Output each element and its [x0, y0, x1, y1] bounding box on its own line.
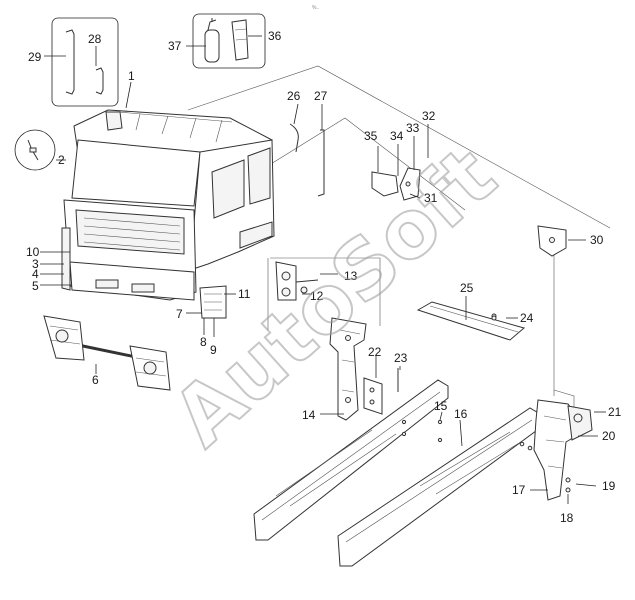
callout-34: 34	[390, 129, 404, 143]
callout-10: 10	[26, 245, 40, 259]
callout-7: 7	[176, 307, 183, 321]
callout-37: 37	[168, 39, 182, 53]
callout-17: 17	[512, 483, 526, 497]
callout-18: 18	[560, 511, 574, 525]
callout-19: 19	[602, 479, 616, 493]
callout-35: 35	[364, 129, 378, 143]
callout-8: 8	[200, 335, 207, 349]
callout-21: 21	[608, 405, 622, 419]
leader-lines	[40, 35, 606, 504]
hoses	[289, 123, 325, 197]
callout-36: 36	[268, 29, 282, 43]
callout-28: 28	[88, 32, 102, 46]
callout-4: 4	[32, 267, 39, 281]
callout-13: 13	[344, 269, 358, 283]
callout-12: 12	[310, 289, 324, 303]
callout-31: 31	[424, 191, 438, 205]
callout-26: 26	[287, 89, 301, 103]
detail-circle	[14, 129, 56, 171]
callout-20: 20	[602, 429, 616, 443]
extinguisher-inset	[192, 13, 266, 69]
frame-lines	[187, 65, 611, 410]
hinge-assembly	[275, 261, 319, 301]
callout-33: 33	[406, 121, 420, 135]
callout-16: 16	[454, 407, 468, 421]
callout-3: 3	[32, 257, 39, 271]
fasteners	[401, 315, 533, 451]
callout-labels: 1 2 3 4 5 6 7 8 9 10 11 12 13 14 15 16 1…	[26, 29, 622, 525]
front-suspension	[43, 315, 171, 391]
callout-27: 27	[314, 89, 328, 103]
callout-6: 6	[92, 373, 99, 387]
callout-14: 14	[302, 408, 316, 422]
cross-beam	[416, 301, 526, 341]
callout-1: 1	[128, 69, 135, 83]
header-mark: %..	[312, 5, 319, 11]
rear-bracket-right	[533, 399, 593, 501]
callout-29: 29	[28, 50, 42, 64]
callout-5: 5	[32, 279, 39, 293]
callout-32: 32	[422, 109, 436, 123]
truck-cab	[61, 109, 275, 319]
callout-15: 15	[434, 399, 448, 413]
callout-22: 22	[368, 345, 382, 359]
frame-rails	[253, 379, 541, 567]
handles-inset	[51, 17, 119, 107]
upper-brackets	[371, 167, 567, 257]
callout-9: 9	[210, 343, 217, 357]
callout-23: 23	[394, 351, 408, 365]
rear-bracket-left	[329, 317, 367, 421]
callout-2: 2	[58, 153, 65, 167]
plate-22	[363, 368, 399, 415]
callout-24: 24	[520, 311, 534, 325]
callout-11: 11	[238, 287, 251, 301]
callout-25: 25	[460, 281, 474, 295]
callout-30: 30	[590, 233, 604, 247]
